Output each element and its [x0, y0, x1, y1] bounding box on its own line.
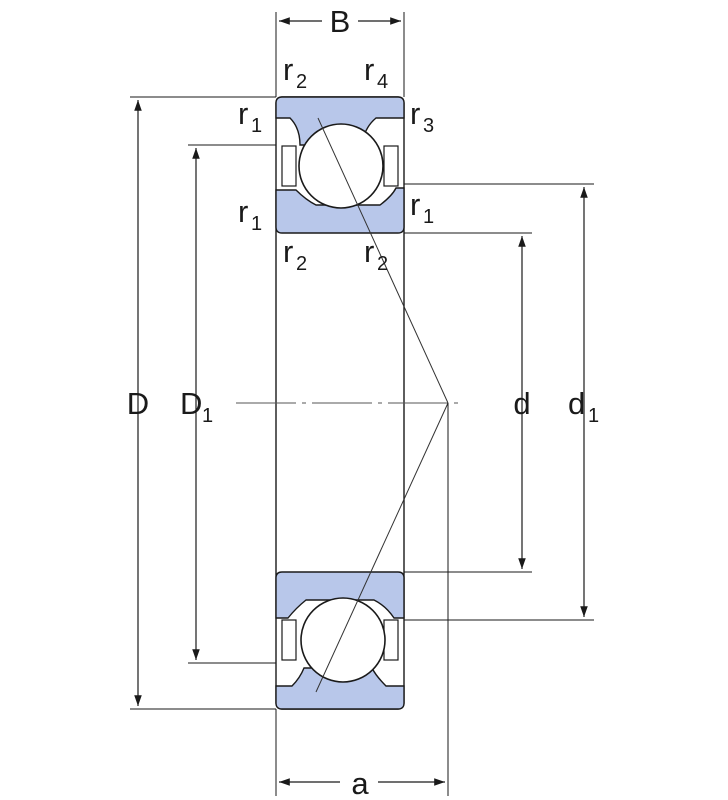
- svg-text:1: 1: [588, 405, 599, 427]
- label-r2-bottom-left: r 2: [283, 234, 307, 275]
- svg-text:r: r: [364, 234, 374, 269]
- label-D1: D 1: [180, 386, 213, 427]
- svg-text:1: 1: [423, 206, 434, 228]
- svg-text:r: r: [238, 96, 248, 131]
- bottom-cage-right: [383, 619, 399, 661]
- svg-text:r: r: [410, 96, 420, 131]
- label-r3-right: r 3: [410, 96, 434, 137]
- svg-text:r: r: [410, 187, 420, 222]
- svg-text:2: 2: [296, 71, 307, 93]
- label-r4-top-right: r 4: [364, 52, 388, 93]
- label-r1-upper-left: r 1: [238, 96, 262, 137]
- bottom-ball: [300, 597, 386, 683]
- label-a: a: [351, 766, 369, 800]
- svg-text:r: r: [364, 52, 374, 87]
- svg-text:2: 2: [377, 253, 388, 275]
- svg-text:D: D: [180, 386, 202, 421]
- label-r2-top-left: r 2: [283, 52, 307, 93]
- top-cage-right: [383, 145, 399, 187]
- label-d1: d 1: [568, 386, 599, 427]
- svg-text:r: r: [283, 52, 293, 87]
- svg-text:3: 3: [423, 115, 434, 137]
- svg-text:2: 2: [296, 253, 307, 275]
- contact-line-bottom: [315, 402, 449, 693]
- svg-text:1: 1: [202, 405, 213, 427]
- svg-text:4: 4: [377, 71, 388, 93]
- bottom-inner-ring: [275, 571, 405, 619]
- bottom-cage-left: [281, 619, 297, 661]
- svg-text:r: r: [238, 194, 248, 229]
- top-ball: [298, 123, 384, 209]
- svg-text:d: d: [568, 386, 585, 421]
- label-d: d: [513, 386, 530, 421]
- contact-line-top: [317, 117, 449, 404]
- svg-text:1: 1: [251, 115, 262, 137]
- label-B: B: [330, 4, 351, 39]
- svg-text:r: r: [283, 234, 293, 269]
- svg-text:1: 1: [251, 213, 262, 235]
- label-D: D: [127, 386, 149, 421]
- top-cage-left: [281, 145, 297, 187]
- top-inner-ring: [275, 187, 405, 234]
- label-r2-bottom-right: r 2: [364, 234, 388, 275]
- label-r1-right: r 1: [410, 187, 434, 228]
- label-r1-lower-left: r 1: [238, 194, 262, 235]
